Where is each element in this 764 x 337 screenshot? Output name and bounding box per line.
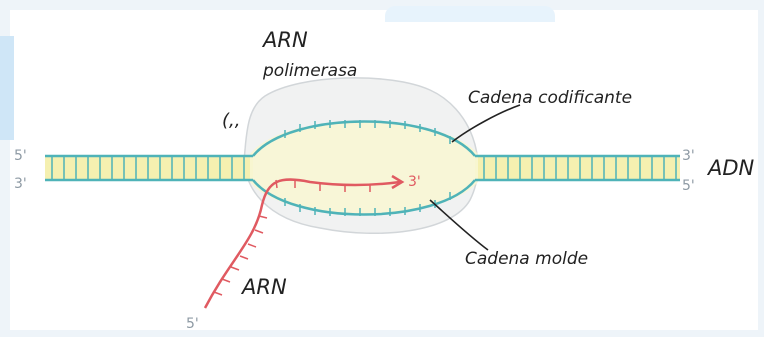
rna-polymerase-label-line2: polimerasa xyxy=(262,61,357,81)
motion-mark: (,, xyxy=(222,110,240,131)
rna-tail-end: 5' xyxy=(186,316,199,332)
rna-tip-end: 3' xyxy=(408,174,421,190)
dna-label: ADN xyxy=(706,156,755,180)
rna-label: ARN xyxy=(240,275,287,299)
template-strand-label: Cadena molde xyxy=(465,249,588,269)
end-left-top: 5' xyxy=(14,148,27,164)
end-right-bottom: 5' xyxy=(682,178,695,194)
dna-right-duplex-fill xyxy=(475,156,680,180)
coding-strand-label: Cadena codificante xyxy=(468,88,632,108)
rna-polymerase-label-line1: ARN xyxy=(261,28,308,52)
end-right-top: 3' xyxy=(682,148,695,164)
end-left-bottom: 3' xyxy=(14,176,27,192)
